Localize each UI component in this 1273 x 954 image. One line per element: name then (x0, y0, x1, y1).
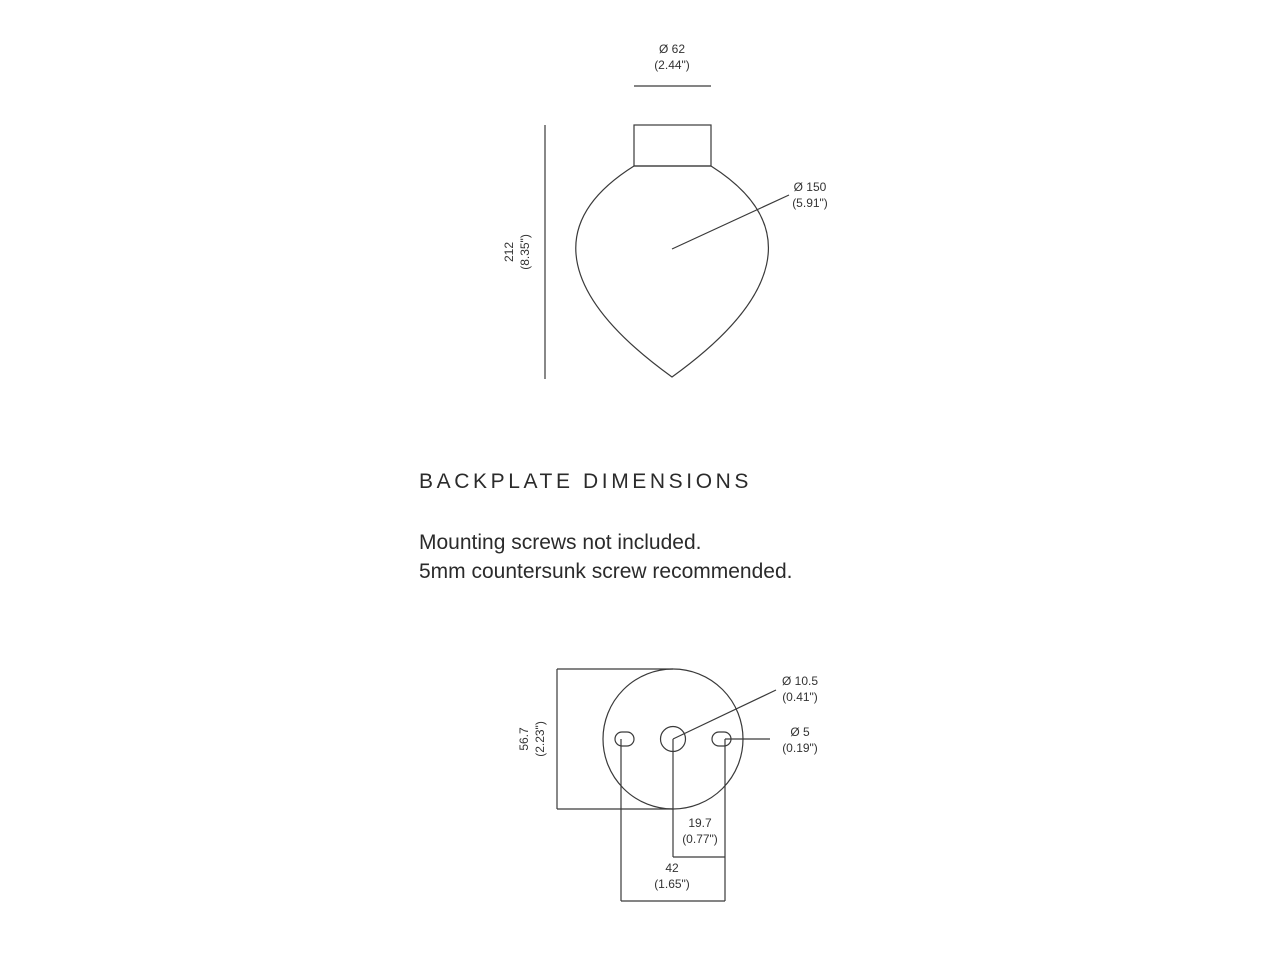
plate-height-in: (2.23") (533, 721, 547, 757)
plate-height-mm: 56.7 (517, 727, 531, 751)
top-diameter-in: (2.44") (654, 58, 690, 72)
center-hole-leader (672, 689, 777, 740)
center-hole-in: (0.41") (782, 690, 818, 704)
backplate-heading: BACKPLATE DIMENSIONS (419, 470, 753, 493)
slot-spacing-mm: 42 (665, 861, 679, 875)
slot-hole-mm: Ø 5 (790, 725, 810, 739)
pendant-body-outline (575, 165, 769, 378)
pendant-canopy (633, 124, 712, 167)
body-diameter-mm: Ø 150 (794, 180, 827, 194)
body-diameter-leader (671, 194, 790, 250)
slot-spacing-in: (1.65") (654, 877, 690, 891)
center-to-slot-mm: 19.7 (688, 816, 712, 830)
note-screws-not-included: Mounting screws not included. (419, 531, 702, 554)
body-diameter-in: (5.91") (792, 196, 828, 210)
height-in: (8.35") (518, 234, 532, 270)
top-diameter-mm: Ø 62 (659, 42, 685, 56)
center-to-slot-in: (0.77") (682, 832, 718, 846)
backplate-notes: Mounting screws not included. 5mm counte… (419, 528, 792, 586)
center-hole-mm: Ø 10.5 (782, 674, 818, 688)
slot-hole-in: (0.19") (782, 741, 818, 755)
left-slot-hole (614, 731, 635, 747)
height-mm: 212 (502, 242, 516, 262)
note-screw-recommendation: 5mm countersunk screw recommended. (419, 560, 793, 583)
